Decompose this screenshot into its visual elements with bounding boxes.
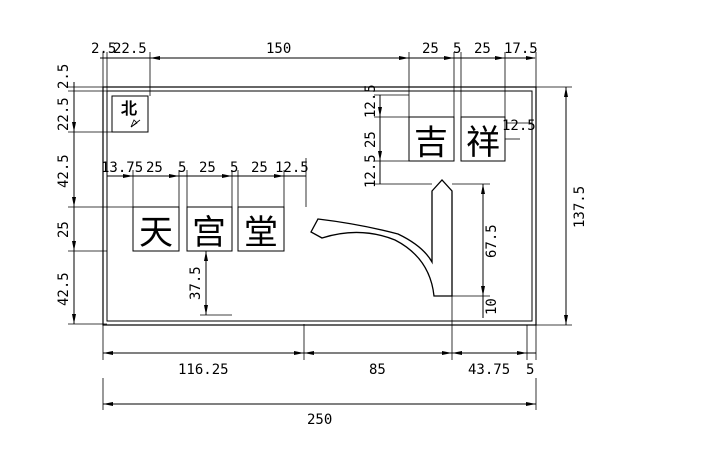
dim-chars-25a: 25 xyxy=(146,160,163,176)
dim-bottom-85: 85 xyxy=(369,362,386,378)
place-char-2: 宫 xyxy=(192,213,226,253)
dim-chars-5a: 5 xyxy=(178,160,186,176)
dim-chars-13-75: 13.75 xyxy=(101,160,143,176)
overall-width-dimension xyxy=(102,378,537,410)
place-char-1: 天 xyxy=(139,213,173,253)
dim-inner-37-5: 37.5 xyxy=(188,266,204,300)
north-arrow-icon xyxy=(130,119,141,128)
top-dimension-chain xyxy=(100,52,537,117)
dim-overall-250: 250 xyxy=(307,412,332,428)
dim-top-22-5: 22.5 xyxy=(113,41,147,57)
north-indicator-box xyxy=(111,95,149,133)
char-box-1 xyxy=(132,206,180,252)
place-char-4: 吉 xyxy=(414,123,448,163)
dim-chars-25b: 25 xyxy=(199,160,216,176)
dim-bottom-116-25: 116.25 xyxy=(178,362,229,378)
right-chars-dimension-chain xyxy=(374,94,532,185)
dim-left-25: 25 xyxy=(56,221,72,238)
char-box-4 xyxy=(408,116,455,162)
dim-bottom-43-75: 43.75 xyxy=(468,362,510,378)
left-dimension-chain xyxy=(68,82,133,325)
place-char-5: 祥 xyxy=(466,123,500,163)
dim-right-12-5a: 12.5 xyxy=(363,84,379,118)
inner-37-5-dimension xyxy=(200,251,232,316)
place-char-3: 堂 xyxy=(244,213,278,253)
bottom-dimension-chain xyxy=(102,296,537,360)
dim-chars-5b: 5 xyxy=(230,160,238,176)
char-width-dimension-chain xyxy=(106,158,307,207)
dim-left-42-5b: 42.5 xyxy=(56,272,72,306)
dim-top-150: 150 xyxy=(266,41,291,57)
outer-height-dimension xyxy=(536,86,572,326)
road-arrow-icon xyxy=(310,179,453,297)
dim-chars-12-5: 12.5 xyxy=(275,160,309,176)
dim-right-12-5b: 12.5 xyxy=(363,154,379,188)
dim-bottom-5: 5 xyxy=(526,362,534,378)
dim-top-25b: 25 xyxy=(474,41,491,57)
dim-left-22-5: 22.5 xyxy=(56,97,72,131)
dim-outer-137-5: 137.5 xyxy=(572,186,588,228)
dim-left-2-5: 2.5 xyxy=(56,64,72,89)
sign-inner-border xyxy=(106,90,533,322)
dim-top-2-5: 2.5 xyxy=(91,41,116,57)
dim-right-25: 25 xyxy=(363,131,379,148)
arrow-height-dimension xyxy=(452,183,490,318)
sign-outer-border xyxy=(102,86,537,326)
char-box-2 xyxy=(186,206,233,252)
dim-top-25a: 25 xyxy=(422,41,439,57)
dim-right-12-5-side: 12.5 xyxy=(502,118,536,134)
char-box-3 xyxy=(237,206,285,252)
dim-inner-67-5: 67.5 xyxy=(484,224,500,258)
dim-inner-10: 10 xyxy=(484,298,500,315)
dim-left-42-5a: 42.5 xyxy=(56,154,72,188)
north-label: 北 xyxy=(121,99,137,118)
dim-chars-25c: 25 xyxy=(251,160,268,176)
dim-top-17-5: 17.5 xyxy=(504,41,538,57)
dim-top-5: 5 xyxy=(453,41,461,57)
